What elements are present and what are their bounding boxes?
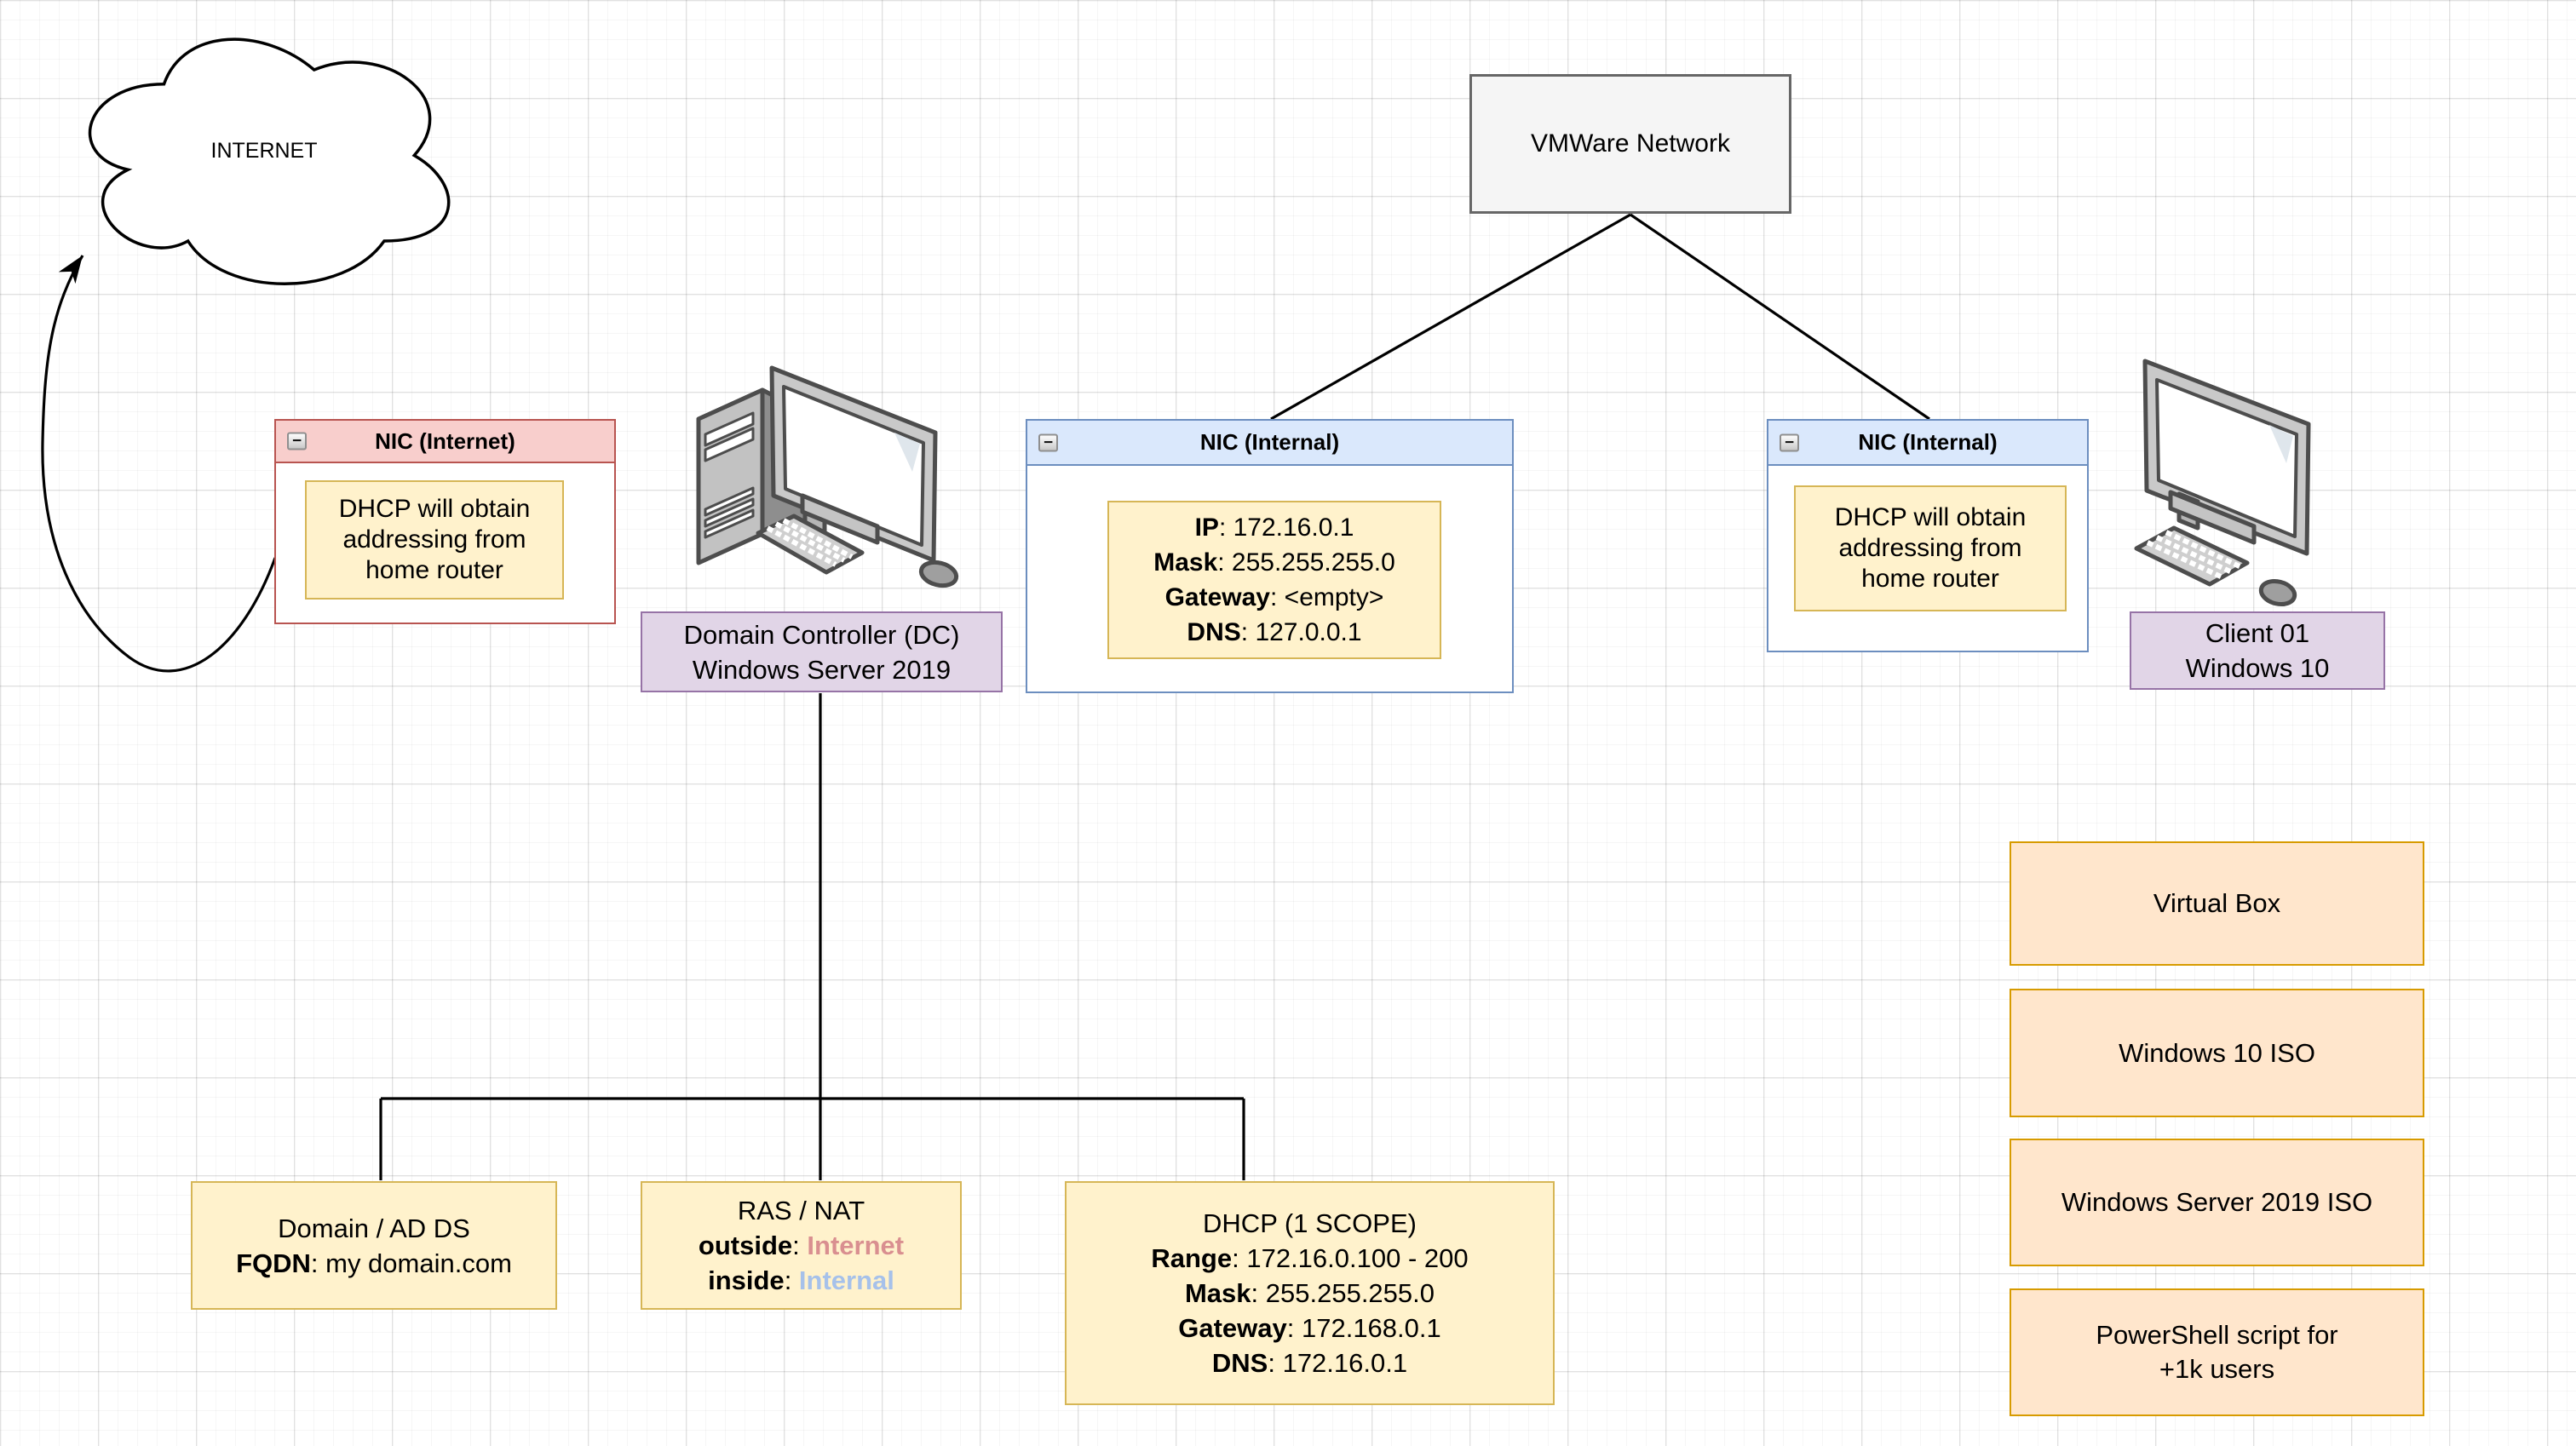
nic-internet-note[interactable]: DHCP will obtain addressing from home ro… — [305, 480, 564, 600]
dc-label-line1: Domain Controller (DC) — [683, 619, 960, 650]
domain-adds-box[interactable]: Domain / AD DS FQDN: my domain.com — [191, 1181, 557, 1310]
dc-label[interactable]: Domain Controller (DC) Windows Server 20… — [641, 611, 1003, 692]
field-row: FQDN: my domain.com — [236, 1248, 512, 1278]
nic-internet-title: NIC (Internet) — [375, 427, 515, 454]
edge-arrowhead — [58, 255, 83, 284]
nic-internal-dc-header: − NIC (Internal) — [1027, 421, 1512, 466]
collapse-icon[interactable]: − — [1038, 433, 1058, 451]
ras-nat-title: RAS / NAT — [737, 1196, 865, 1225]
domain-adds-title: Domain / AD DS — [278, 1213, 470, 1243]
resource-virtualbox-label: Virtual Box — [2153, 888, 2281, 918]
dhcp-title: DHCP (1 SCOPE) — [1203, 1208, 1417, 1238]
client-label[interactable]: Client 01 Windows 10 — [2130, 611, 2385, 690]
nic-internal-client-note-text: DHCP will obtain addressing from home ro… — [1834, 503, 2027, 593]
field-row: Gateway: 172.168.0.1 — [1178, 1313, 1441, 1343]
nic-internal-client-header: − NIC (Internal) — [1768, 421, 2087, 466]
collapse-icon[interactable]: − — [287, 432, 307, 450]
nic-internal-client-box[interactable]: − NIC (Internal) DHCP will obtain addres… — [1767, 419, 2089, 652]
vmware-network-label: VMWare Network — [1531, 129, 1730, 158]
client-label-line2: Windows 10 — [2185, 653, 2330, 683]
nic-internal-dc-title: NIC (Internal) — [1199, 429, 1340, 455]
nic-internet-box[interactable]: − NIC (Internet) DHCP will obtain addres… — [274, 419, 616, 624]
resource-powershell-script[interactable]: PowerShell script for +1k users — [2010, 1288, 2424, 1416]
dhcp-scope-box[interactable]: DHCP (1 SCOPE) Range: 172.16.0.100 - 200… — [1065, 1181, 1555, 1405]
resource-powershell-line2: +1k users — [2159, 1354, 2275, 1384]
resource-windows10-iso-label: Windows 10 ISO — [2119, 1037, 2315, 1068]
field-row: IP: 172.16.0.1 — [1194, 514, 1354, 542]
collapse-icon[interactable]: − — [1780, 433, 1799, 451]
nic-internal-dc-note[interactable]: IP: 172.16.0.1 Mask: 255.255.255.0 Gatew… — [1107, 501, 1441, 659]
field-row: outside: Internet — [698, 1231, 905, 1260]
nic-internal-client-title: NIC (Internal) — [1858, 429, 1998, 455]
field-row: Gateway: <empty> — [1164, 583, 1384, 611]
nic-internal-dc-box[interactable]: − NIC (Internal) IP: 172.16.0.1 Mask: 25… — [1026, 419, 1514, 693]
field-row: DNS: 127.0.0.1 — [1187, 618, 1362, 646]
workstation-icon[interactable] — [681, 334, 963, 615]
resource-windows-server-2019-iso[interactable]: Windows Server 2019 ISO — [2010, 1139, 2424, 1266]
desktop-computer-icon[interactable] — [2126, 339, 2365, 620]
cloud-shape — [88, 37, 451, 285]
resource-powershell-line1: PowerShell script for — [2096, 1320, 2338, 1350]
resource-server2019-iso-label: Windows Server 2019 ISO — [2061, 1187, 2373, 1217]
nic-internet-note-text: DHCP will obtain addressing from home ro… — [338, 495, 531, 584]
field-row: Mask: 255.255.255.0 — [1184, 1278, 1435, 1308]
resource-windows10-iso[interactable]: Windows 10 ISO — [2010, 989, 2424, 1117]
cloud-label: INTERNET — [210, 139, 318, 163]
nic-internal-client-note[interactable]: DHCP will obtain addressing from home ro… — [1794, 485, 2067, 611]
internet-cloud[interactable]: INTERNET — [64, 13, 464, 298]
nic-internet-header: − NIC (Internet) — [276, 421, 614, 463]
edge-vmware-to-nic-internal-dc[interactable] — [1270, 213, 1631, 421]
resource-virtualbox[interactable]: Virtual Box — [2010, 841, 2424, 966]
dc-label-line2: Windows Server 2019 — [692, 654, 952, 685]
vmware-network-box[interactable]: VMWare Network — [1469, 74, 1791, 214]
field-row: inside: Internal — [708, 1265, 894, 1295]
ras-nat-box[interactable]: RAS / NAT outside: Internet inside: Inte… — [641, 1181, 962, 1310]
field-row: DNS: 172.16.0.1 — [1211, 1348, 1408, 1378]
client-label-line1: Client 01 — [2205, 618, 2310, 648]
edge-vmware-to-nic-internal-client[interactable] — [1630, 213, 1930, 421]
edge-nic-internet-to-cloud[interactable] — [41, 255, 277, 673]
field-row: Range: 172.16.0.100 - 200 — [1151, 1243, 1469, 1273]
field-row: Mask: 255.255.255.0 — [1153, 548, 1395, 577]
